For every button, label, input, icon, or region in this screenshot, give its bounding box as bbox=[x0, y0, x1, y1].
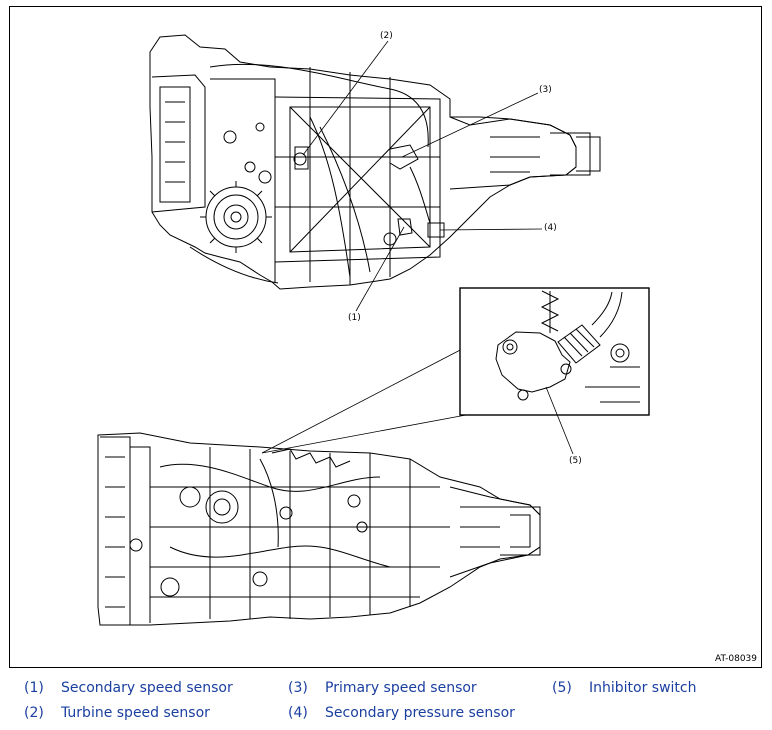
legend: (1) Secondary speed sensor (2) Turbine s… bbox=[0, 676, 772, 730]
legend-number: (3) bbox=[288, 680, 308, 696]
callout-leaders-top bbox=[261, 40, 543, 454]
figure-code: AT-08039 bbox=[714, 654, 757, 664]
legend-number: (4) bbox=[288, 705, 308, 721]
legend-label: Secondary pressure sensor bbox=[325, 705, 515, 721]
callout-leader-5 bbox=[545, 386, 574, 455]
top-transmission-view bbox=[149, 34, 601, 290]
callout-label-1: (1) bbox=[348, 313, 361, 323]
callout-label-4: (4) bbox=[544, 223, 557, 233]
legend-number: (2) bbox=[24, 705, 44, 721]
callout-label-3: (3) bbox=[539, 85, 552, 95]
legend-label: Turbine speed sensor bbox=[61, 705, 210, 721]
legend-number: (1) bbox=[24, 680, 44, 696]
legend-label: Inhibitor switch bbox=[589, 680, 697, 696]
legend-number: (5) bbox=[552, 680, 572, 696]
inhibitor-switch-detail-inset bbox=[459, 287, 650, 416]
legend-label: Primary speed sensor bbox=[325, 680, 477, 696]
callout-label-2: (2) bbox=[380, 31, 393, 41]
transmission-illustration: (2) (3) (4) (1) bbox=[97, 31, 650, 626]
legend-label: Secondary speed sensor bbox=[61, 680, 233, 696]
diagram-figure: (2) (3) (4) (1) bbox=[9, 6, 762, 668]
bottom-transmission-view bbox=[97, 432, 541, 626]
callout-label-5: (5) bbox=[569, 456, 582, 466]
